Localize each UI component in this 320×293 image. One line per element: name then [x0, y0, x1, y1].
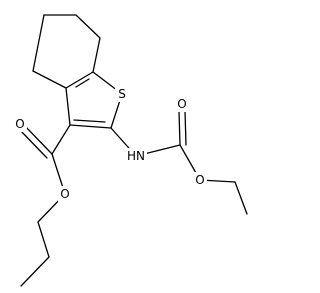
ester-carbonyl-oxygen-label: O	[15, 117, 24, 131]
bond-carbamate-o-2	[184, 110, 187, 146]
bond-ring6-e	[32, 70, 67, 89]
bond-carbonyl-o-1	[22, 123, 53, 155]
label-mask-hn	[125, 148, 147, 164]
bond-ring6-f	[32, 14, 45, 72]
bond-c3-c3a	[65, 87, 71, 126]
bond-carbamate-o-1	[178, 110, 181, 146]
carbamate-ether-oxygen-label: O	[195, 173, 204, 187]
bond-ring6-c	[92, 37, 101, 73]
label-mask-o3	[175, 96, 189, 112]
bond-c2-c3-inner	[73, 119, 106, 123]
molecule-structure-diagram: S O O HN O O	[13, 14, 248, 287]
label-mask-o2	[58, 186, 72, 202]
amine-label: HN	[127, 149, 145, 163]
sulfur-atom-label: S	[118, 87, 126, 101]
bond-ch2-ch3-ethyl	[234, 181, 248, 215]
bond-c3-ccarbonyl	[51, 124, 71, 155]
carbamate-carbonyl-oxygen-label: O	[177, 97, 186, 111]
label-mask-o4	[193, 172, 207, 188]
bond-carbonyl-o-2	[17, 127, 48, 159]
label-mask-o1	[13, 116, 27, 132]
ester-oxygen-label: O	[60, 187, 69, 201]
bond-ring6-d	[65, 71, 94, 89]
molecule-svg: S O O HN O O	[13, 14, 248, 287]
bond-ring6-double-inner	[75, 78, 90, 88]
bond-ch2-ch3	[20, 256, 50, 287]
bond-c2-c3	[69, 124, 112, 129]
bond-ch2-ch2	[37, 221, 50, 258]
bond-ring6-b	[75, 14, 101, 39]
label-mask-s	[115, 85, 129, 102]
